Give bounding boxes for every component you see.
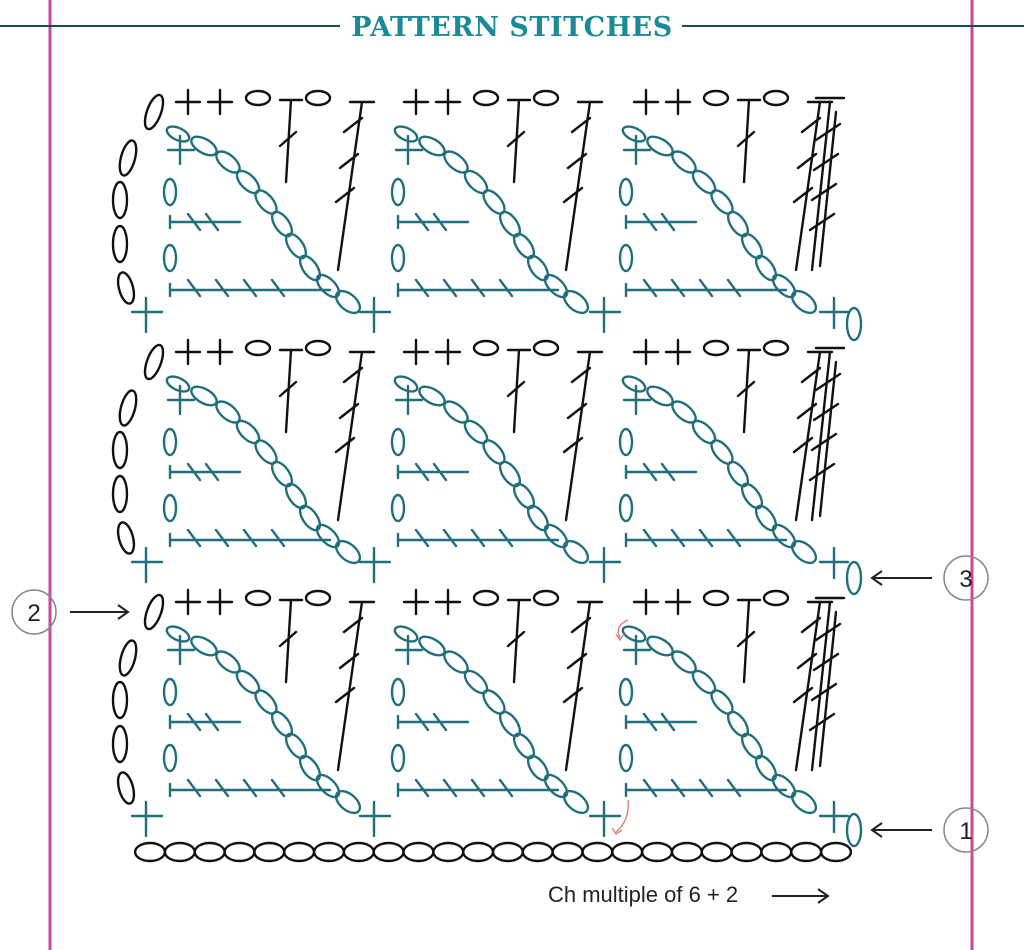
repeat-block: [174, 338, 376, 522]
repeat-block: [402, 338, 604, 522]
pattern-grid: [162, 88, 834, 819]
teal-block: [618, 372, 822, 569]
teal-block: [618, 622, 822, 819]
row-number-3: 3: [959, 566, 972, 593]
arrow-right-icon: [772, 888, 830, 904]
chain-stitch: [491, 841, 524, 863]
chain-stitch: [730, 841, 763, 863]
chain-stitch: [819, 841, 853, 863]
chain-stitch: [640, 841, 674, 863]
right-edge-trebles: [808, 96, 846, 772]
row-marker-3: 3: [870, 555, 989, 601]
chain-stitch: [193, 841, 226, 863]
teal-block: [390, 122, 594, 319]
chain-stitch: [462, 841, 495, 863]
row-number-2: 2: [27, 600, 40, 627]
arrow-left-icon: [870, 570, 932, 586]
left-turning-chains: [111, 93, 165, 805]
chain-stitch: [670, 841, 703, 863]
chain-stitch: [133, 841, 167, 863]
teal-block: [390, 372, 594, 569]
row-number-1: 1: [959, 818, 972, 845]
chain-stitch: [521, 841, 554, 863]
repeat-block: [632, 588, 834, 772]
chain-stitch: [432, 841, 465, 863]
chain-stitch: [790, 841, 823, 863]
teal-block: [162, 122, 366, 319]
chain-stitch: [581, 841, 614, 863]
teal-block: [618, 122, 822, 319]
repeat-block: [174, 88, 376, 272]
chain-stitch: [163, 841, 196, 863]
chain-stitch: [760, 841, 793, 863]
marker-circle: [11, 589, 57, 635]
joining-single-crochets: [130, 296, 863, 848]
row-marker-2: 2: [11, 589, 130, 635]
hint-arrows: [611, 619, 629, 835]
marker-circle: [943, 807, 989, 853]
chain-stitch: [700, 841, 733, 863]
chain-stitch: [611, 841, 644, 863]
marker-circle: [943, 555, 989, 601]
chain-stitch: [551, 841, 584, 863]
repeat-block: [632, 88, 834, 272]
arrow-left-icon: [870, 822, 932, 838]
teal-block: [390, 622, 594, 819]
page-title: PATTERN STITCHES: [351, 12, 673, 43]
repeat-block: [632, 338, 834, 522]
chain-stitch: [312, 841, 346, 863]
foundation-chain: [133, 841, 853, 863]
chain-stitch: [402, 841, 435, 863]
chain-stitch: [253, 841, 286, 863]
chain-stitch: [342, 841, 375, 863]
repeat-block: [402, 88, 604, 272]
teal-block: [162, 372, 366, 569]
chain-stitch: [223, 841, 256, 863]
teal-block: [162, 622, 366, 819]
arrow-right-icon: [70, 604, 130, 620]
row-marker-1: 1: [870, 807, 989, 853]
footer-label: Ch multiple of 6 + 2: [548, 882, 738, 907]
repeat-block: [174, 588, 376, 772]
repeat-block: [402, 588, 604, 772]
chain-stitch: [372, 841, 405, 863]
chain-stitch: [283, 841, 316, 863]
